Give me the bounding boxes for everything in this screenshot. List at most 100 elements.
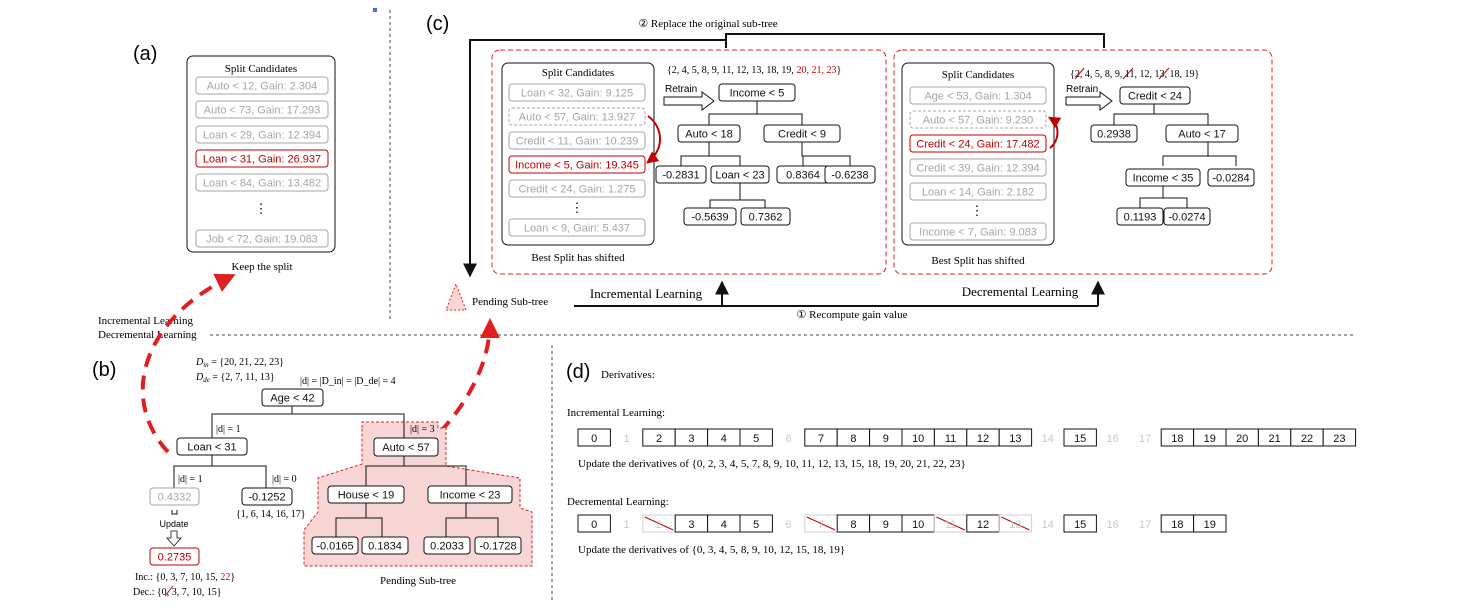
inc-ll-leaf-label: -0.2831 [662,170,699,182]
inc-root-node: Income < 5 [718,83,796,102]
d-in-symbol: D [195,357,204,368]
dec-set-struck-item: 2 [1075,69,1080,80]
recompute-connector [574,280,1105,307]
derivative-cell: 8 [836,428,871,447]
dec-candidate-item-label: Age < 53, Gain: 1.304 [924,91,1031,103]
pending-subtree-caption: Pending Sub-tree [380,575,456,587]
corner-mark [373,8,377,12]
inc-ellipsis: ⋮ [571,200,584,215]
candidate-item: Loan < 29, Gain: 12.394 [195,125,329,144]
dec-set-struck-item: 11 [1125,69,1135,80]
inc-candidate-item: Income < 5, Gain: 19.345 [508,155,646,174]
candidate-item-label: Job < 72, Gain: 19.083 [206,234,318,246]
panel-b-label: (b) [92,359,116,381]
sub-left-node: House < 19 [327,485,405,504]
d-de-sub: de [203,376,210,384]
derivative-cell-label: 1 [624,433,630,445]
inc-candidate-item-label: Credit < 24, Gain: 1.275 [518,184,635,196]
derivative-cell: 7 [804,514,838,533]
inc-lr-node-label: Loan < 23 [715,170,764,182]
derivative-cell: 13 [998,514,1033,533]
dec-retrain-label: Retrain [1066,84,1098,95]
tree-edges [173,405,499,537]
side-label-incremental: Incremental Learning [98,315,193,327]
leaf-old: 0.4332 [149,487,200,506]
candidate-item-label: Auto < 12, Gain: 2.304 [207,81,317,93]
dec-set-item: , 12, [1134,69,1154,80]
svg-text:Dec.: {0, 3, 7, 10, 15}: Dec.: {0, 3, 7, 10, 15} [133,587,222,598]
derivative-cell: 12 [966,428,1000,447]
panel-b: (b) Din = {20, 21, 22, 23} Dde = {2, 7, … [92,357,533,598]
inc-lrl-leaf: -0.5639 [683,207,737,226]
d-left-label: |d| = 1 [216,424,241,435]
inc-set-red: 22 [220,572,230,583]
dec-candidate-item: Loan < 14, Gain: 2.182 [909,182,1047,201]
dec-rll-leaf-label: 0.1193 [1124,212,1157,224]
inc-candidate-item: Credit < 24, Gain: 1.275 [508,179,646,198]
candidate-item: Loan < 31, Gain: 26.937 [195,149,329,168]
leaf-new-label: 0.2735 [158,552,192,564]
leaf-new: 0.2735 [149,547,200,566]
dec-candidate-item: Credit < 39, Gain: 12.394 [909,158,1047,177]
derivative-cell: 17 [1139,433,1151,445]
derivative-cell-label: 17 [1139,433,1151,445]
derivative-cell: 10 [901,428,935,447]
derivative-cell: 0 [577,428,611,447]
left-node: Loan < 31 [176,437,248,456]
inc-lrr-leaf: 0.7362 [740,207,791,226]
inc-left-node-label: Auto < 18 [685,129,732,141]
left-node-label: Loan < 31 [187,442,236,454]
dec-candidate-item: Credit < 24, Gain: 17.482 [909,134,1047,153]
derivative-cell-label: 8 [850,519,856,531]
derivative-cell-label: 15 [1074,433,1086,445]
leaf-lr: -0.1252 [241,487,293,506]
derivative-cell: 7 [804,428,838,447]
dec-rlr-leaf-label: -0.0274 [1168,212,1205,224]
derivative-cell: 4 [707,428,741,447]
dec-candidate-item-label: Credit < 39, Gain: 12.394 [916,163,1039,175]
sub-leaf-label: -0.0165 [316,541,353,553]
derivative-cell: 17 [1139,519,1151,531]
inc-candidate-item: Auto < 57, Gain: 13.927 [508,107,646,126]
dec-set-struck-item: 13 [1154,69,1164,80]
dec-candidate-item-label: Income < 7, Gain: 9.083 [919,227,1037,239]
derivative-cell-label: 15 [1074,519,1086,531]
dec-split-candidates-title: Split Candidates [942,69,1014,81]
inc-set-prefix: Inc.: {0, 3, 7, 10, 15, [135,572,220,583]
derivative-cell-label: 20 [1236,433,1248,445]
derivative-cell: 8 [836,514,871,533]
dec-rr-leaf: -0.0284 [1207,168,1255,187]
derivative-cell: 15 [1063,514,1097,533]
panel-dividers [210,10,1355,600]
derivative-cell-label: 10 [912,519,924,531]
derivative-cell-label: 14 [1042,519,1054,531]
sub-leaf: 0.1834 [361,536,409,555]
dec-ellipsis: ⋮ [971,203,984,218]
right-node-label: Auto < 57 [382,442,429,454]
derivative-cell-label: 8 [850,433,856,445]
dec-learning-label: Decremental Learning [962,284,1079,299]
sub-leaf: -0.1728 [474,536,522,555]
inc-candidate-item-label: Auto < 57, Gain: 13.927 [519,112,636,124]
candidate-item: Job < 72, Gain: 19.083 [195,229,329,248]
panel-a-label: (a) [133,43,157,65]
derivative-cell: 16 [1106,433,1118,445]
root-node: Age < 42 [261,388,324,407]
strike-mark [936,516,966,531]
ellipsis: ⋮ [255,201,268,216]
derivative-cell-label: 12 [977,519,989,531]
derivative-cell: 22 [1290,428,1324,447]
dec-candidate-item: Age < 53, Gain: 1.304 [909,86,1047,105]
tree-nodes: Age < 42 Loan < 31 Auto < 57 0.4332 0.2735 -0… [149,388,522,566]
derivative-cell-label: 1 [624,519,630,531]
red-dashed-arrow-to-a [140,273,236,454]
derivative-cell-label: 18 [1171,433,1183,445]
inc-left-node: Auto < 18 [677,124,741,143]
sub-leaf-label: -0.1728 [479,541,516,553]
inc-tree-edges [680,100,851,208]
inc-root-node-label: Income < 5 [730,88,785,100]
dec-set: {2, 4, 5, 8, 9, 11, 12, 13, 18, 19} [1070,69,1199,80]
